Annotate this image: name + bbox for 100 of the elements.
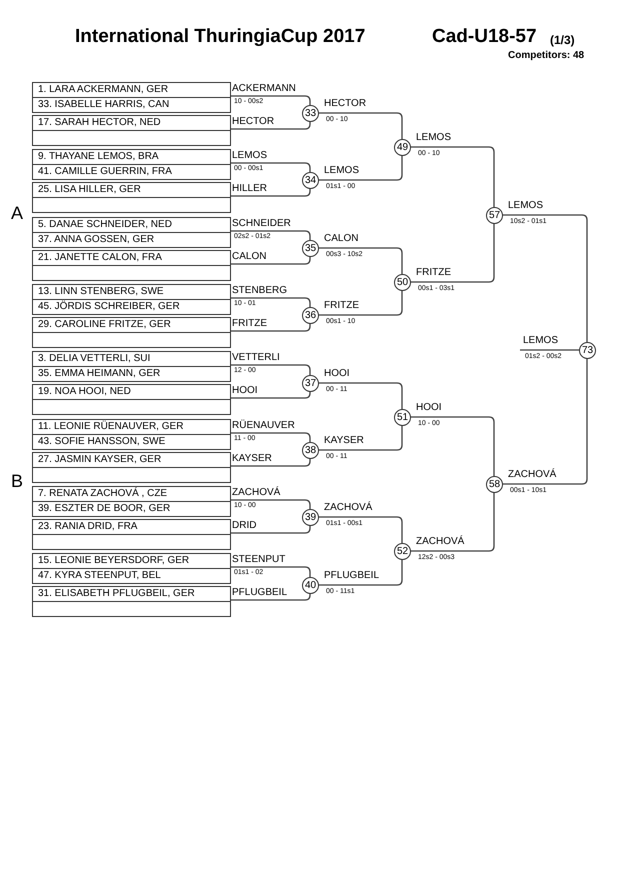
winner-name: ACKERMANN xyxy=(232,83,296,94)
competitor-box: 45. JÖRDIS SCHREIBER, GER xyxy=(32,299,231,315)
bracket-line xyxy=(410,416,495,476)
winner-name: PFLUGBEIL xyxy=(232,587,288,598)
competitor-box: 41. CAMILLE GUERRIN, FRA xyxy=(32,164,231,180)
group-letter: A xyxy=(11,203,24,224)
empty-slot-box xyxy=(32,197,231,213)
competitor-box: 23. RANIA DRID, FRA xyxy=(32,519,231,535)
winner-name: LEMOS xyxy=(508,200,544,211)
category-heading: Cad-U18-57 xyxy=(432,26,537,48)
match-number-circle: 52 xyxy=(394,543,411,560)
winner-name: HECTOR xyxy=(232,116,274,127)
match-number-circle: 51 xyxy=(394,409,411,426)
bracket-line xyxy=(318,516,403,543)
bracket-line xyxy=(230,95,311,105)
competitor-box: 15. LEONIE BEYERSDORF, GER xyxy=(32,553,231,569)
match-number-circle: 33 xyxy=(302,105,319,122)
competitor-box: 29. CAROLINE FRITZE, GER xyxy=(32,317,231,333)
bracket-line xyxy=(502,214,588,342)
winner-name: SCHNEIDER xyxy=(232,218,291,229)
competitor-box: 47. KYRA STEENPUT, BEL xyxy=(32,568,231,584)
competitor-box: 11. LEONIE RÜENAUVER, GER xyxy=(32,419,231,435)
empty-slot-box xyxy=(32,265,231,281)
match-number-circle: 35 xyxy=(302,240,319,257)
match-number-circle: 36 xyxy=(302,307,319,324)
bracket-line xyxy=(230,458,311,467)
competitor-box: 27. JASMIN KAYSER, GER xyxy=(32,452,231,468)
bracket-line xyxy=(318,155,403,181)
competitor-box: 7. RENATA ZACHOVÁ , CZE xyxy=(32,486,231,502)
empty-slot-box xyxy=(32,332,231,348)
bracket-line xyxy=(230,593,311,601)
competitor-box: 31. ELISABETH PFLUGBEIL, GER xyxy=(32,586,231,602)
winner-name: KAYSER xyxy=(324,435,364,446)
winner-name: KAYSER xyxy=(232,453,272,464)
competitor-box: 25. LISA HILLER, GER xyxy=(32,182,231,198)
bracket-line xyxy=(230,566,311,577)
bracket-line xyxy=(230,323,311,332)
match-number-circle: 40 xyxy=(302,577,319,594)
empty-slot-box xyxy=(32,467,231,483)
competitor-box: 37. ANNA GOSSEN, GER xyxy=(32,232,231,248)
winner-name: VETTERLI xyxy=(232,352,280,363)
winner-name: STEENPUT xyxy=(232,554,286,565)
competitor-box: 35. EMMA HEIMANN, GER xyxy=(32,366,231,382)
bracket-line xyxy=(502,358,588,485)
match-number-circle: 38 xyxy=(302,442,319,459)
bracket-line xyxy=(230,391,311,399)
winner-name: FRITZE xyxy=(232,318,267,329)
winner-name: CALON xyxy=(232,251,266,262)
winner-name: ZACHOVÁ xyxy=(232,487,280,498)
winner-name: LEMOS xyxy=(324,165,360,176)
winner-name: LEMOS xyxy=(523,335,558,346)
winner-name: ZACHOVÁ xyxy=(416,536,464,547)
bracket-line xyxy=(230,525,311,534)
bracket-line xyxy=(230,364,311,375)
winner-name: HOOI xyxy=(416,402,442,413)
bracket-line xyxy=(318,290,403,316)
title: International ThuringiaCup 2017 xyxy=(75,26,366,48)
winner-name: HOOI xyxy=(324,368,350,379)
match-number-circle: 58 xyxy=(486,476,503,493)
winner-name: LEMOS xyxy=(416,132,452,143)
bracket-line xyxy=(318,112,403,139)
bracket-line xyxy=(520,349,579,351)
winner-name: LEMOS xyxy=(232,150,268,161)
bracket-line xyxy=(318,559,403,586)
bracket-line xyxy=(230,432,311,442)
bracket-line xyxy=(318,247,403,274)
bracket-line xyxy=(230,297,311,307)
winner-name: STENBERG xyxy=(232,285,288,296)
group-letter: B xyxy=(11,471,24,492)
bracket-line xyxy=(230,230,311,240)
match-number-circle: 57 xyxy=(486,207,503,224)
empty-slot-box xyxy=(32,534,231,550)
bracket-line xyxy=(410,146,495,207)
winner-name: FRITZE xyxy=(324,300,359,311)
competitor-box: 13. LINN STENBERG, SWE xyxy=(32,284,231,300)
empty-slot-box xyxy=(32,399,231,415)
competitor-box: 19. NOA HOOI, NED xyxy=(32,384,231,400)
competitor-box: 1. LARA ACKERMANN, GER xyxy=(32,82,231,98)
competitor-box: 3. DELIA VETTERLI, SUI xyxy=(32,351,231,367)
bracket-line xyxy=(230,499,311,509)
bracket-line xyxy=(318,425,403,451)
bracket-line xyxy=(230,256,311,265)
bracket-line xyxy=(230,188,311,197)
empty-slot-box xyxy=(32,130,231,146)
competitor-box: 5. DANAE SCHNEIDER, NED xyxy=(32,217,231,233)
competitor-box: 9. THAYANE LEMOS, BRA xyxy=(32,149,231,165)
winner-name: RÜENAUVER xyxy=(232,420,295,431)
winner-name: CALON xyxy=(324,233,358,244)
winner-name: DRID xyxy=(232,520,256,531)
page-number: (1/3) xyxy=(550,33,575,47)
match-number-circle: 49 xyxy=(394,139,411,156)
bracket-line xyxy=(230,162,311,172)
winner-name: PFLUGBEIL xyxy=(324,570,380,581)
competitor-box: 17. SARAH HECTOR, NED xyxy=(32,115,231,131)
winner-name: ZACHOVÁ xyxy=(324,502,372,513)
match-number-circle: 39 xyxy=(302,509,319,526)
winner-name: HILLER xyxy=(232,183,268,194)
winner-name: HECTOR xyxy=(324,98,366,109)
match-number-circle: 50 xyxy=(394,274,411,291)
winner-name: HOOI xyxy=(232,385,258,396)
